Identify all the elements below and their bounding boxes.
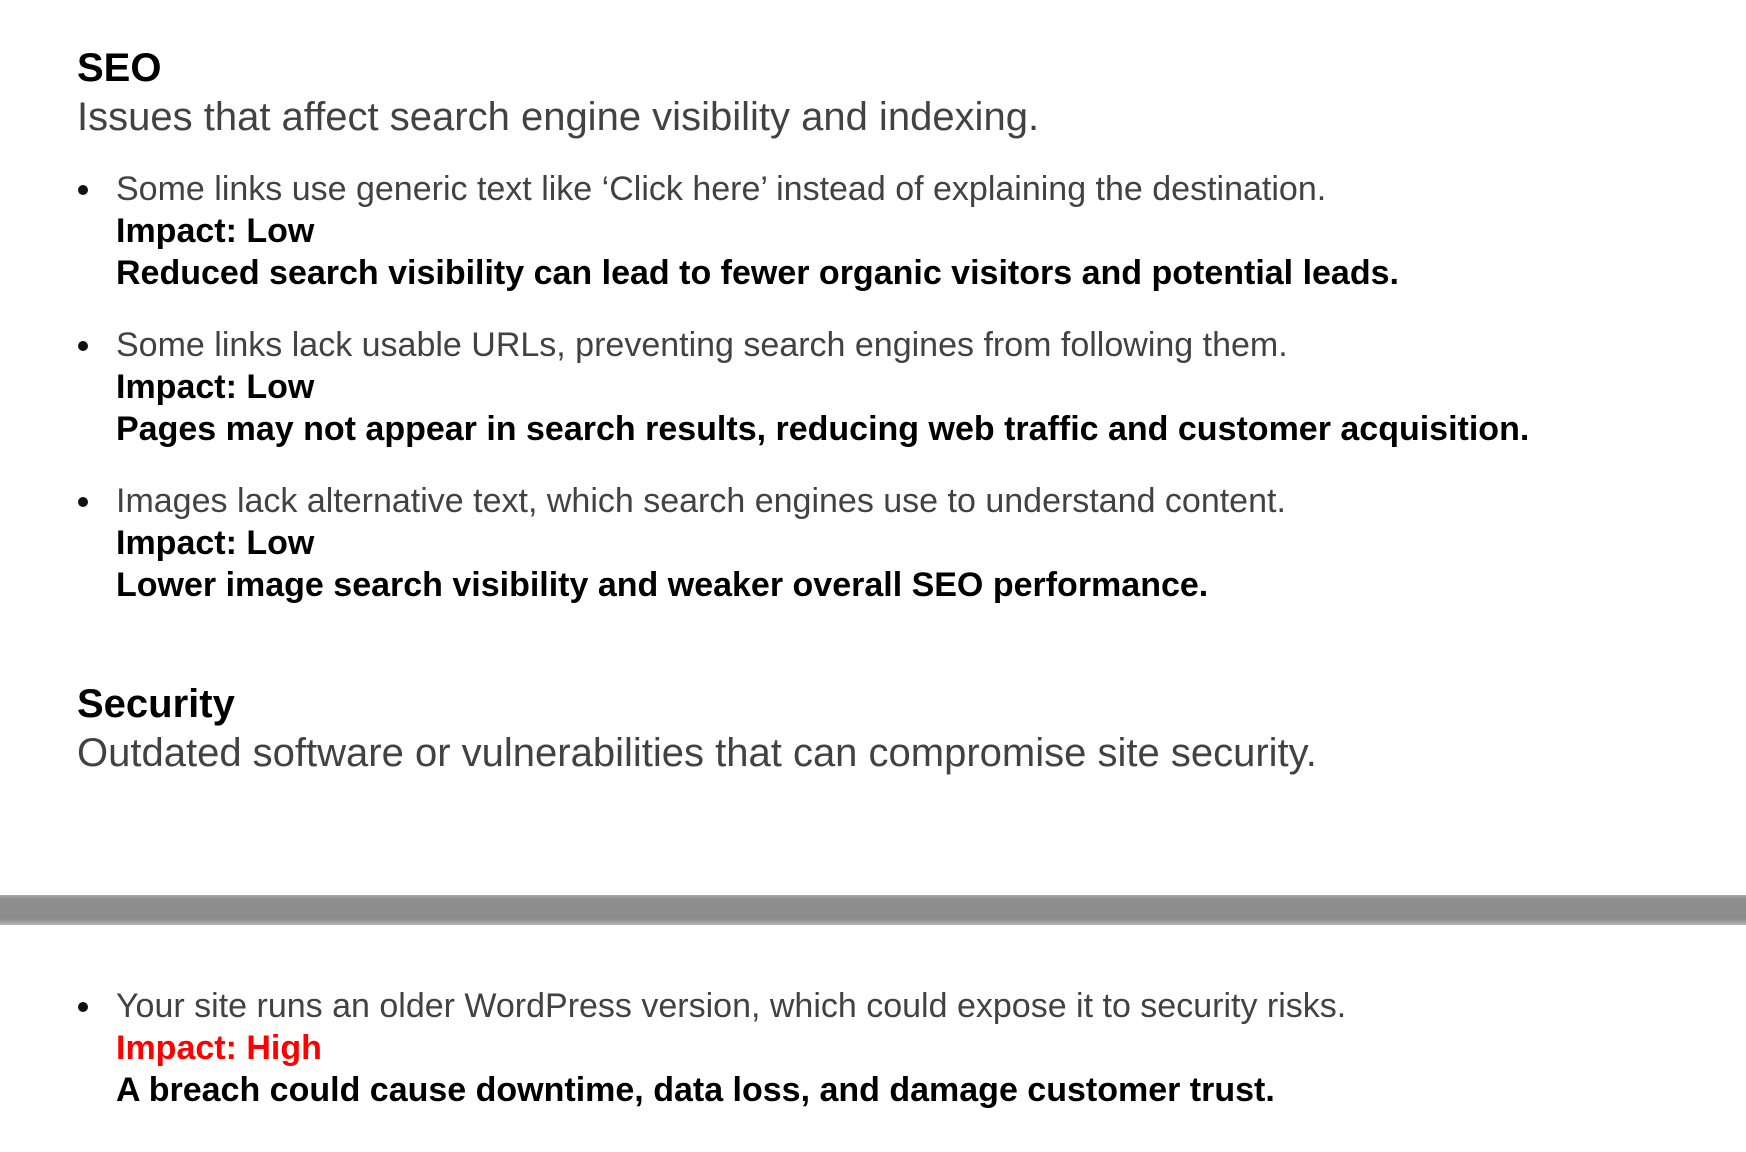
impact-label: Impact: Low: [116, 524, 315, 562]
issue-description: Some links lack usable URLs, preventing …: [116, 326, 1288, 364]
bullet-icon: [78, 185, 88, 195]
bullet-icon: [78, 341, 88, 351]
seo-issue-list: Some links use generic text like ‘Click …: [77, 168, 1706, 606]
impact-label: Impact: Low: [116, 368, 315, 406]
page-divider: [0, 895, 1746, 925]
page-bottom: [0, 925, 1746, 1152]
security-issue-item: Your site runs an older WordPress versio…: [77, 985, 1706, 1111]
page-top: [0, 0, 1746, 895]
seo-section: SEO Issues that affect search engine vis…: [77, 44, 1706, 636]
business-effect: A breach could cause downtime, data loss…: [116, 1071, 1275, 1109]
bullet-icon: [78, 1002, 88, 1012]
issue-description: Your site runs an older WordPress versio…: [116, 987, 1347, 1025]
business-effect: Lower image search visibility and weaker…: [116, 566, 1209, 604]
security-description: Outdated software or vulnerabilities tha…: [77, 731, 1317, 775]
seo-description: Issues that affect search engine visibil…: [77, 95, 1040, 139]
security-title: Security: [77, 682, 235, 726]
impact-label-high: Impact: High: [116, 1029, 322, 1067]
seo-issue-item: Some links use generic text like ‘Click …: [77, 168, 1706, 294]
business-effect: Reduced search visibility can lead to fe…: [116, 254, 1399, 292]
seo-title: SEO: [77, 46, 162, 90]
bullet-icon: [78, 497, 88, 507]
business-effect: Pages may not appear in search results, …: [116, 410, 1530, 448]
security-section: Security Outdated software or vulnerabil…: [77, 680, 1706, 778]
issue-description: Images lack alternative text, which sear…: [116, 482, 1286, 520]
seo-issue-item: Some links lack usable URLs, preventing …: [77, 324, 1706, 450]
security-issues-section: Your site runs an older WordPress versio…: [77, 985, 1706, 1141]
security-issue-list: Your site runs an older WordPress versio…: [77, 985, 1706, 1111]
impact-label: Impact: Low: [116, 212, 315, 250]
seo-issue-item: Images lack alternative text, which sear…: [77, 480, 1706, 606]
issue-description: Some links use generic text like ‘Click …: [116, 170, 1327, 208]
